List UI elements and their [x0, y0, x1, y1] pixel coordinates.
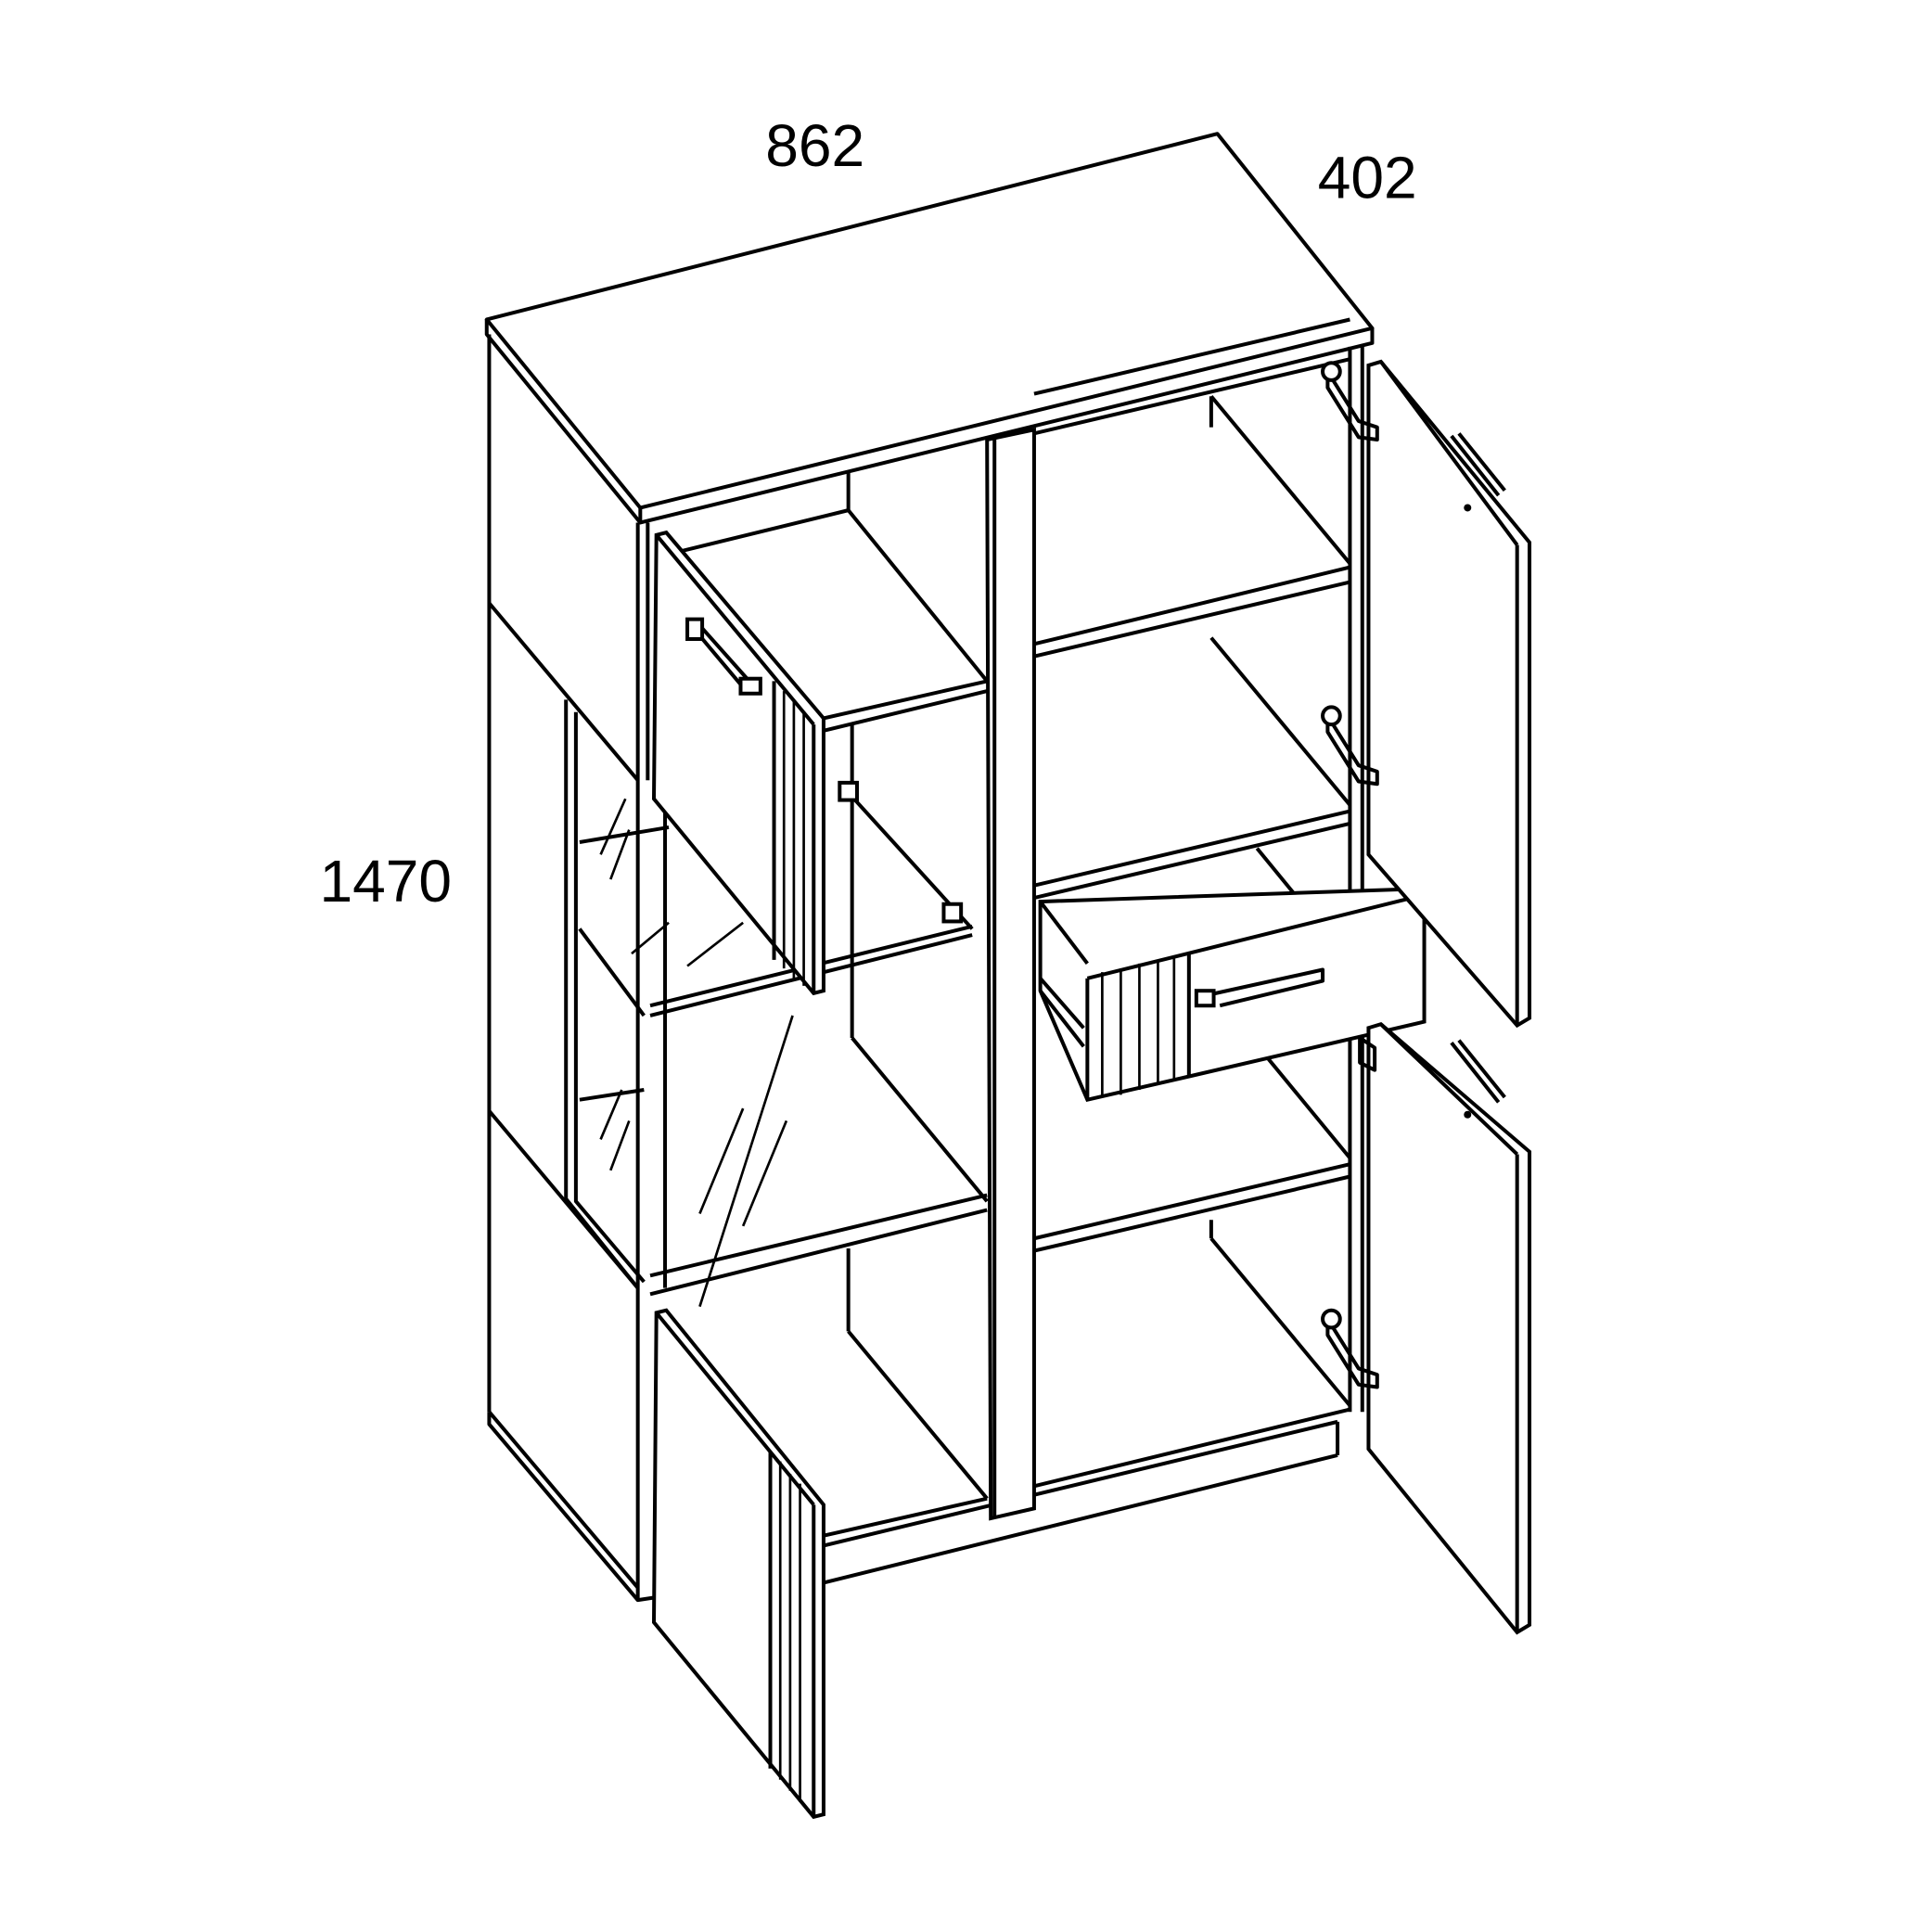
right-lower-door[interactable]: [1366, 1022, 1532, 1635]
door-handle[interactable]: [685, 617, 762, 696]
height-dimension-label: 1470: [319, 848, 452, 915]
shelf-pin-icon: [1464, 504, 1472, 512]
width-dimension-label: 862: [765, 112, 864, 179]
depth-dimension-label: 402: [1318, 145, 1417, 211]
hinge-icon: [1321, 1308, 1379, 1389]
left-lower-door[interactable]: [652, 1308, 825, 1820]
hinge-icon: [1321, 361, 1379, 442]
left-upper-door[interactable]: [652, 530, 825, 996]
hinge-icon: [1321, 705, 1379, 787]
right-upper-door[interactable]: [1366, 359, 1532, 1029]
glass-door: [564, 699, 794, 1308]
top-panel: [484, 132, 1375, 525]
left-side-panel: [487, 334, 655, 1603]
shelf-pin-icon: [1464, 1110, 1472, 1119]
drawer-handle[interactable]: [1194, 967, 1325, 1008]
hinge-icon: [1358, 1035, 1377, 1072]
cabinet-interior: [649, 317, 1364, 1585]
